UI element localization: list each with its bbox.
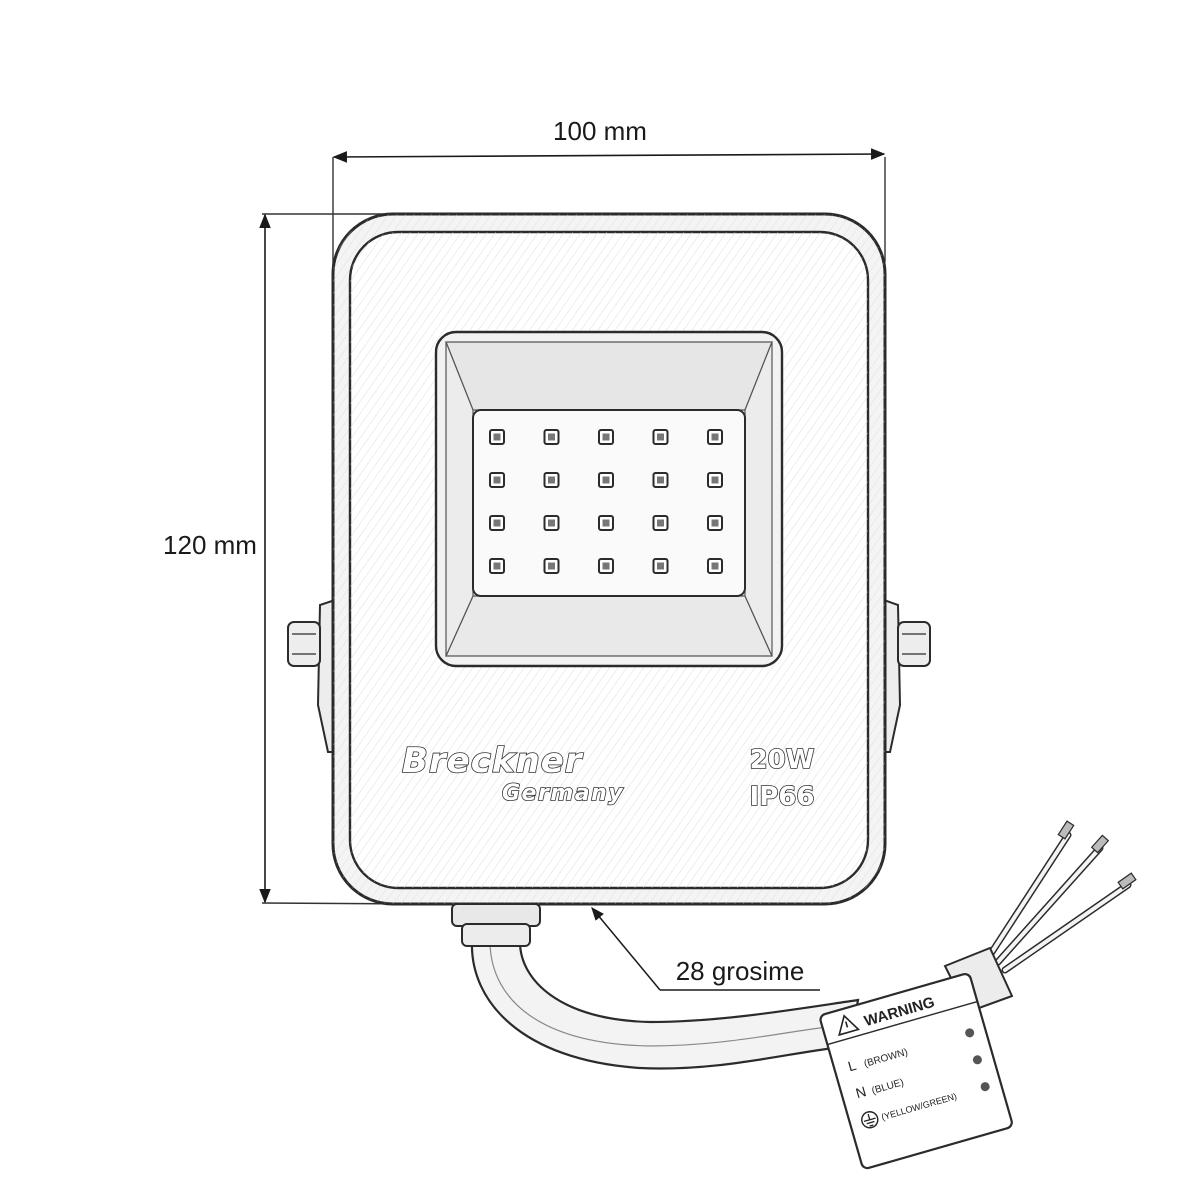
led-chip-core [657,562,664,570]
led-chip-core [493,519,501,527]
led-chip-core [548,433,555,441]
led-chip-core [711,476,719,484]
led-chip-core [548,562,555,570]
led-grid [489,429,723,574]
warning-triangle-icon [838,1014,860,1037]
cable-assembly [451,820,1137,1070]
led-chip-core [711,433,719,441]
led-chip-core [493,476,501,484]
led-chip-core [657,433,664,441]
led-chip-core [493,562,501,570]
led-chip-core [548,476,555,484]
led-chip-core [602,433,610,441]
led-chip-core [711,519,719,527]
led-chip-core [602,476,610,484]
wire-tip-blue [1090,834,1110,854]
wire-letter-n: N [854,1083,868,1101]
brand-name: Breckner [402,741,584,781]
led-chip-core [548,519,555,527]
power-rating: 20W [750,745,815,775]
bracket-left-knob [287,621,321,667]
depth-dimension: 28 grosime [591,906,820,991]
width-dimension-line [332,148,886,163]
ground-symbol-icon [861,1111,879,1129]
height-label: 120 mm [163,530,257,560]
cable-gland-body [461,923,531,947]
depth-leader-line [591,906,661,991]
cable-gland-nut [451,903,541,927]
led-chip-core [711,562,719,570]
ip-rating: IP66 [750,782,815,812]
led-chip-core [602,519,610,527]
led-chip-core [493,433,501,441]
led-chip-core [657,519,664,527]
width-dimension: 100 mm [332,116,886,268]
floodlight-housing: Breckner Germany 20W IP66 [331,212,887,906]
wire-dot-brown [965,1028,975,1038]
led-chip-core [657,476,664,484]
bracket-right-knob [897,621,931,667]
width-label: 100 mm [553,116,647,146]
wire-dot-ground [980,1082,990,1092]
brand-subtitle: Germany [502,781,624,806]
wire-tip-ground [1117,872,1137,890]
led-chip-core [602,562,610,570]
wire-dot-blue [972,1055,982,1065]
wiring-warning-tag: WARNING L (BROWN) N (BLUE) (YELLOW/GREEN… [819,973,1013,1170]
depth-label: 28 grosime [676,956,805,986]
led-panel [472,409,746,597]
height-dimension: 120 mm [163,213,425,905]
wire-tip-brown [1057,820,1075,840]
